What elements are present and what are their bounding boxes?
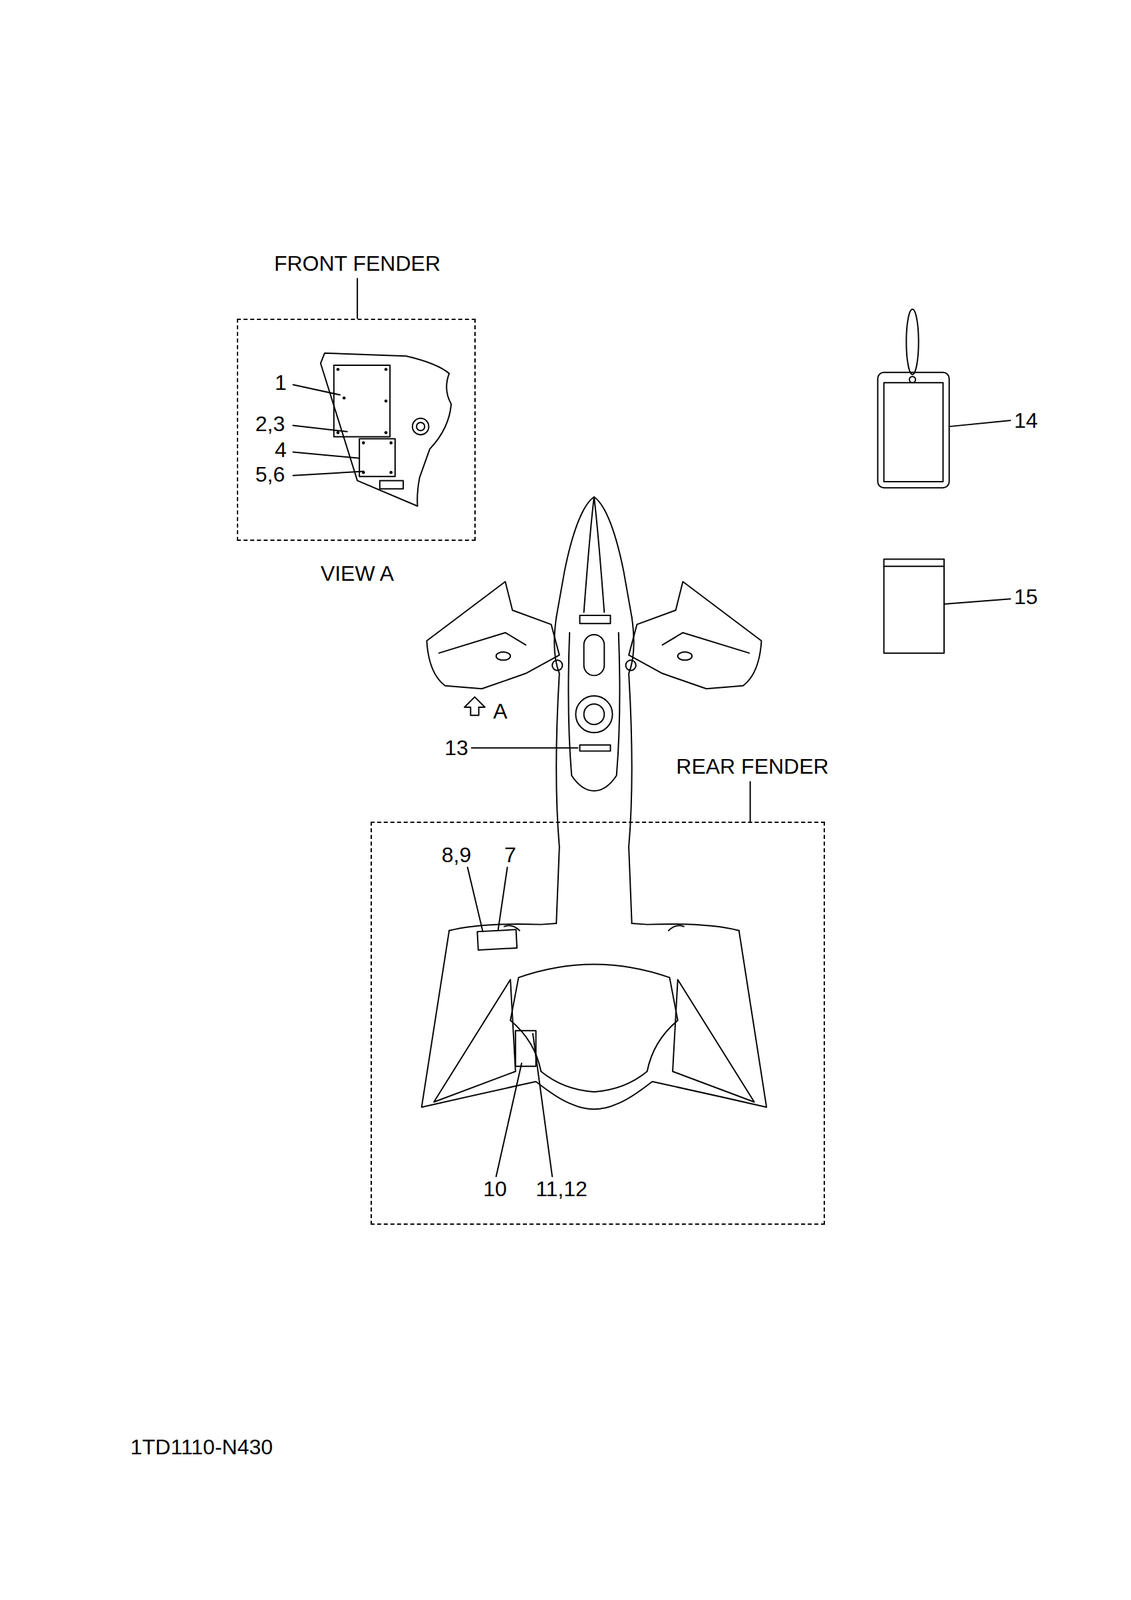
callout-number: 10 [483, 1178, 507, 1200]
callout-number: 7 [504, 844, 517, 866]
region-heading: REAR FENDER [675, 755, 829, 778]
callout-number: 13 [444, 737, 469, 759]
callout-number: 8,9 [441, 844, 472, 866]
callout-number: 5,6 [255, 463, 285, 485]
drawing-code: 1TD1110-N430 [130, 1436, 273, 1458]
callout-number: 15 [1013, 586, 1038, 608]
view-arrow-label: A [492, 700, 507, 722]
callout-number: 14 [1013, 409, 1038, 432]
callout-number: 1 [274, 371, 287, 394]
callout-number: 4 [274, 439, 287, 461]
region-heading: FRONT FENDER [274, 252, 441, 275]
fender-region-box: REAR FENDER [370, 821, 825, 1225]
callout-number: 11,12 [535, 1178, 588, 1200]
view-label: VIEW A [320, 562, 394, 585]
callout-number: 2,3 [255, 413, 285, 435]
